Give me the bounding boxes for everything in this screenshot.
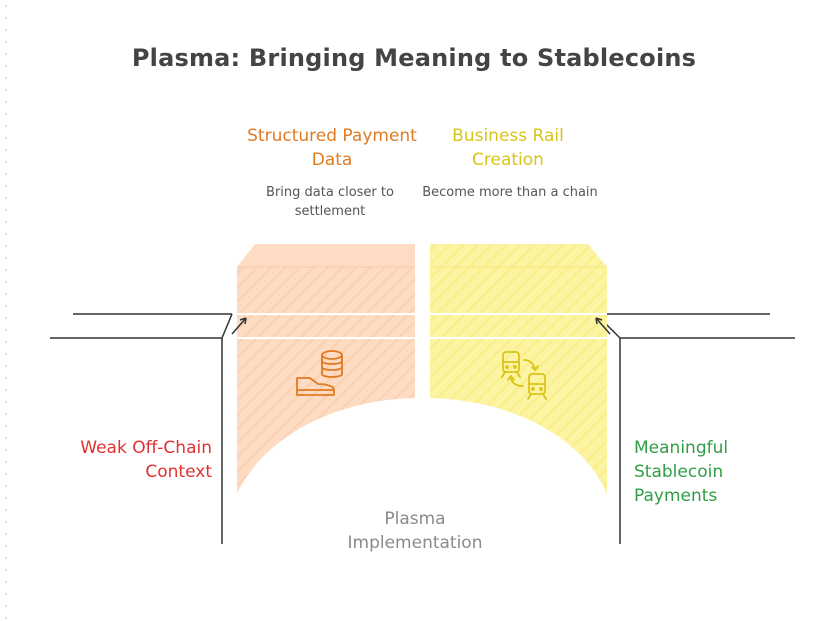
coin-stack-shoe-icon — [296, 350, 343, 396]
pillar-description-business-rail-creation: Become more than a chain — [422, 185, 598, 200]
right-cliff-lines — [595, 313, 795, 544]
left-cliff-lines — [50, 313, 233, 544]
pillar-heading-structured-payment-data: Structured Payment Data — [247, 126, 417, 170]
dot-grid-background — [0, 0, 12, 621]
bottom-label: Plasma Implementation — [347, 509, 483, 553]
ledge-connector-right — [595, 317, 611, 335]
pillar-heading-business-rail-creation: Business Rail Creation — [452, 126, 564, 170]
right-label: Meaningful Stablecoin Payments — [634, 438, 729, 506]
left-label: Weak Off-Chain Context — [80, 438, 212, 482]
ledge-connector-left — [231, 317, 247, 335]
train-exchange-icon — [501, 351, 547, 400]
diagram-title: Plasma: Bringing Meaning to Stablecoins — [131, 44, 697, 72]
pillar-description-structured-payment-data: Bring data closer to settlement — [266, 185, 394, 219]
